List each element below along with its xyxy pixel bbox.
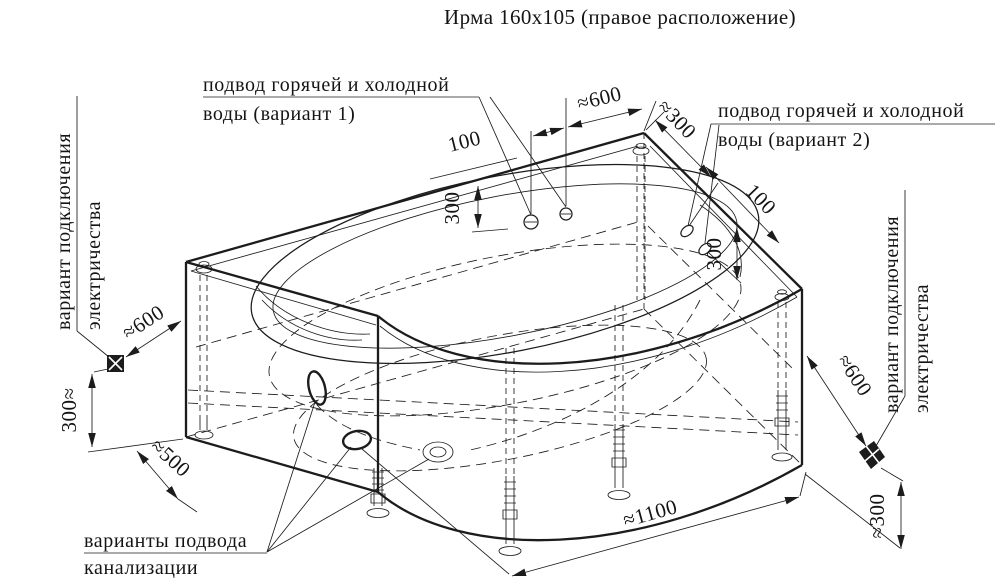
supply1-leader-2 bbox=[490, 97, 566, 207]
frame-rail-back-right bbox=[648, 226, 796, 372]
bowl-step-arc-1 bbox=[262, 300, 362, 340]
dim-supply2-from-corner: ≈300 bbox=[646, 95, 718, 226]
bottom-edge-front-left bbox=[186, 437, 378, 492]
dim-front-clearance-text: ≈500 bbox=[146, 434, 196, 482]
dim-electric-right-height: ≈300 bbox=[805, 468, 905, 549]
supply2-label-line2: воды (вариант 2) bbox=[718, 129, 870, 151]
dim-electric-right-from-wall: ≈600 bbox=[807, 350, 877, 446]
supply-v1-hole-2 bbox=[560, 208, 572, 220]
sewer-leader-1 bbox=[267, 402, 315, 552]
leg-front-corner bbox=[367, 468, 389, 518]
drawing-title: Ирма 160х105 (правое расположение) bbox=[444, 5, 796, 29]
frame-rail-floor-2 bbox=[188, 403, 798, 435]
hidden-bottom-left-edge bbox=[186, 309, 644, 437]
supply1-label-line2: воды (вариант 1) bbox=[203, 103, 355, 125]
dim-electric-right-from-wall-text: ≈600 bbox=[832, 350, 877, 401]
electric-right-label-line1: вариант подключения bbox=[881, 216, 903, 413]
sewer-leader-2 bbox=[267, 447, 351, 552]
stud-cap-left bbox=[196, 262, 212, 274]
dim-supply2-from-corner-text: ≈300 bbox=[653, 95, 702, 144]
hidden-structure bbox=[186, 133, 802, 499]
supply2-leader-1 bbox=[688, 124, 711, 226]
dim-supply2-depth-text: 300 bbox=[702, 238, 726, 271]
electric-right: вариант подключения электричества bbox=[859, 190, 933, 469]
drain-pipe-curve bbox=[317, 405, 420, 450]
dim-electric-left-height-text: 300≈ bbox=[57, 387, 81, 432]
supply2-label-line1: подвод горячей и холодной bbox=[718, 100, 964, 122]
rim-offset-front-curve bbox=[380, 297, 797, 372]
dim-supply1-depth: 300 bbox=[440, 186, 508, 232]
dim-supply1-from-corner: ≈600 bbox=[568, 81, 656, 131]
frame-rail-floor-1 bbox=[188, 390, 798, 422]
electric-right-label-line2: электричества bbox=[911, 284, 933, 413]
bowl-bottom-contour bbox=[282, 297, 718, 499]
dim-front-clearance: ≈500 bbox=[137, 434, 197, 512]
stud-cap-corner bbox=[633, 144, 649, 156]
stud-rod-corner bbox=[637, 156, 645, 300]
tub-outline bbox=[186, 133, 802, 540]
leg-right-corner bbox=[772, 302, 792, 461]
electric-outlet-icon bbox=[859, 441, 885, 469]
bowl-underside-curve bbox=[470, 300, 700, 450]
rim-offset-back-left bbox=[191, 146, 638, 271]
drain-side-outlet bbox=[305, 370, 329, 407]
label-supply-variant1: подвод горячей и холодной воды (вариант … bbox=[203, 74, 566, 215]
legs bbox=[195, 144, 792, 556]
label-supply-variant2: подвод горячей и холодной воды (вариант … bbox=[688, 100, 995, 243]
electric-left: вариант подключения электричества bbox=[53, 96, 124, 372]
sewer-label-line1: варианты подвода bbox=[84, 530, 247, 552]
drain-siphon bbox=[423, 442, 453, 462]
sewer-label-line2: канализации bbox=[84, 557, 198, 579]
stud-cap-right bbox=[775, 290, 789, 301]
top-edge-front-curve bbox=[378, 289, 802, 364]
supply1-label-line1: подвод горячей и холодной bbox=[203, 74, 449, 96]
leg-front-middle bbox=[499, 348, 521, 556]
supply2-leader-2 bbox=[705, 125, 719, 243]
dim-electric-left-from-wall-text: ≈600 bbox=[118, 300, 169, 345]
dim-electric-left-from-wall: ≈600 bbox=[118, 300, 181, 357]
drain-options bbox=[305, 370, 453, 462]
hidden-bottom-right-edge bbox=[644, 309, 802, 465]
label-sewer-options: варианты подвода канализации bbox=[84, 402, 429, 579]
bottom-edge-front-curve bbox=[378, 465, 802, 540]
leg-back-left bbox=[195, 275, 213, 439]
dim-supply1-offset-text: 100 bbox=[445, 126, 483, 157]
electric-left-label-line1: вариант подключения bbox=[53, 133, 75, 330]
bowl-inner-rim bbox=[260, 152, 750, 379]
dim-supply1-from-corner-text: ≈600 bbox=[575, 81, 624, 115]
drain-siphon-inner bbox=[430, 447, 446, 457]
leg-front-right bbox=[608, 305, 630, 500]
supply1-leader-1 bbox=[479, 97, 531, 215]
top-edge-front-left bbox=[186, 262, 378, 316]
electric-left-leader bbox=[77, 331, 109, 357]
supply-v2-hole-1 bbox=[679, 223, 696, 239]
electric-right-leader bbox=[876, 396, 905, 446]
top-edge-back-left bbox=[186, 133, 644, 262]
dim-electric-right-height-text: ≈300 bbox=[865, 493, 889, 538]
dim-supply1-depth-text: 300 bbox=[440, 192, 464, 225]
rim-offset-front-left bbox=[191, 271, 376, 325]
electric-outlet-icon bbox=[107, 355, 124, 372]
sewer-leader-3 bbox=[267, 459, 429, 552]
bowl-mid-contour bbox=[255, 212, 754, 449]
dim-supply2-offset-text: 100 bbox=[741, 179, 781, 219]
electric-left-label-line2: электричества bbox=[83, 201, 105, 330]
drain-floor-outlet bbox=[342, 429, 373, 452]
rim-offset-back-right bbox=[650, 146, 797, 297]
frame-rail-back-left bbox=[196, 222, 638, 347]
dim-supply2-depth: 300 bbox=[702, 228, 741, 283]
dim-drain-to-corner: ≈1100 bbox=[362, 449, 806, 576]
bowl-step-arc-2 bbox=[256, 286, 370, 334]
